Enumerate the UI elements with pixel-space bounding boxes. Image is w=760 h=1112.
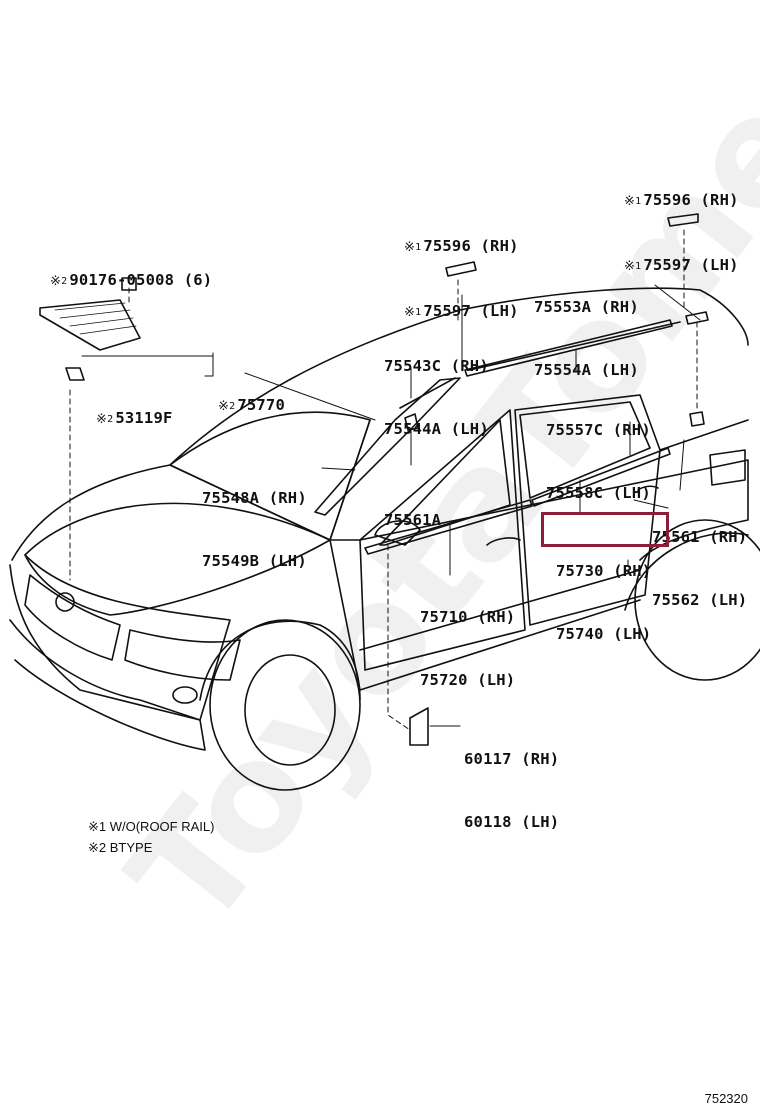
- callout-60117: 60117 (RH) 60118 (LH): [464, 750, 560, 831]
- part-75596-front: [445, 261, 477, 277]
- rear-door-window: [519, 401, 651, 499]
- clip-90176: [121, 277, 137, 291]
- legend: ※1 W/O(ROOF RAIL) ※2 BTYPE: [88, 816, 214, 858]
- callout-75557C: 75557C (RH) 75558C (LH): [546, 421, 651, 502]
- front-rim: [244, 654, 336, 766]
- belt-moulding-rear: [531, 447, 671, 507]
- diagram-id: 752320: [704, 1091, 748, 1106]
- callout-75561: 75561 (RH) 75562 (LH): [652, 528, 748, 609]
- part-53119F: [65, 367, 85, 381]
- front-tire: [209, 619, 361, 791]
- front-face: [9, 554, 231, 721]
- front-door: [359, 409, 526, 671]
- side-sill: [359, 599, 641, 691]
- emblem: [55, 592, 75, 612]
- front-door-handle: [486, 537, 521, 546]
- roof-line: [169, 287, 749, 466]
- rear-door-handle: [637, 485, 659, 491]
- highlight-75730: [541, 512, 669, 547]
- rear-tire: [634, 519, 760, 681]
- callout-75561A: 75561A: [384, 511, 442, 529]
- belt-moulding-front: [364, 499, 533, 555]
- front-wheel-arch: [199, 620, 361, 701]
- callout-75543C: 75543C (RH) 75544A (LH): [384, 357, 489, 438]
- headlamp: [124, 629, 241, 681]
- front-fender: [329, 539, 361, 691]
- roof-rail-line: [469, 321, 681, 371]
- part-75596-rear: [667, 213, 699, 227]
- callout-75553A: 75553A (RH) 75554A (LH): [534, 298, 639, 379]
- part-75553A-end: [685, 311, 709, 325]
- windshield: [169, 411, 371, 541]
- a-pillar: [329, 419, 371, 541]
- part-75770: [39, 299, 141, 351]
- fuel-lid: [709, 449, 746, 486]
- rear-quarter: [659, 419, 749, 451]
- grille: [24, 574, 121, 661]
- mirror: [374, 520, 421, 546]
- legend-item: ※1 W/O(ROOF RAIL): [88, 819, 215, 834]
- leader-lines: [81, 284, 701, 727]
- legend-item: ※2 BTYPE: [88, 840, 153, 855]
- callout-75548A: 75548A (RH) 75549B (LH): [202, 489, 307, 570]
- hood: [24, 502, 331, 616]
- side-lower: [359, 569, 641, 651]
- clip-75561A: [404, 413, 419, 431]
- bumper: [9, 619, 206, 751]
- rear-wheel-arch: [624, 532, 749, 611]
- clip-75561: [689, 411, 705, 427]
- dashed-leader-lines: [69, 229, 698, 731]
- roof-moulding-front: [399, 377, 456, 409]
- callout-75710: 75710 (RH) 75720 (LH): [420, 608, 516, 689]
- callout-75730: 75730 (RH) 75740 (LH): [556, 562, 652, 643]
- rear-door: [514, 394, 661, 626]
- roof-moulding-rear: [464, 319, 673, 377]
- part-60117: [409, 707, 429, 746]
- fog-lamp: [172, 686, 198, 704]
